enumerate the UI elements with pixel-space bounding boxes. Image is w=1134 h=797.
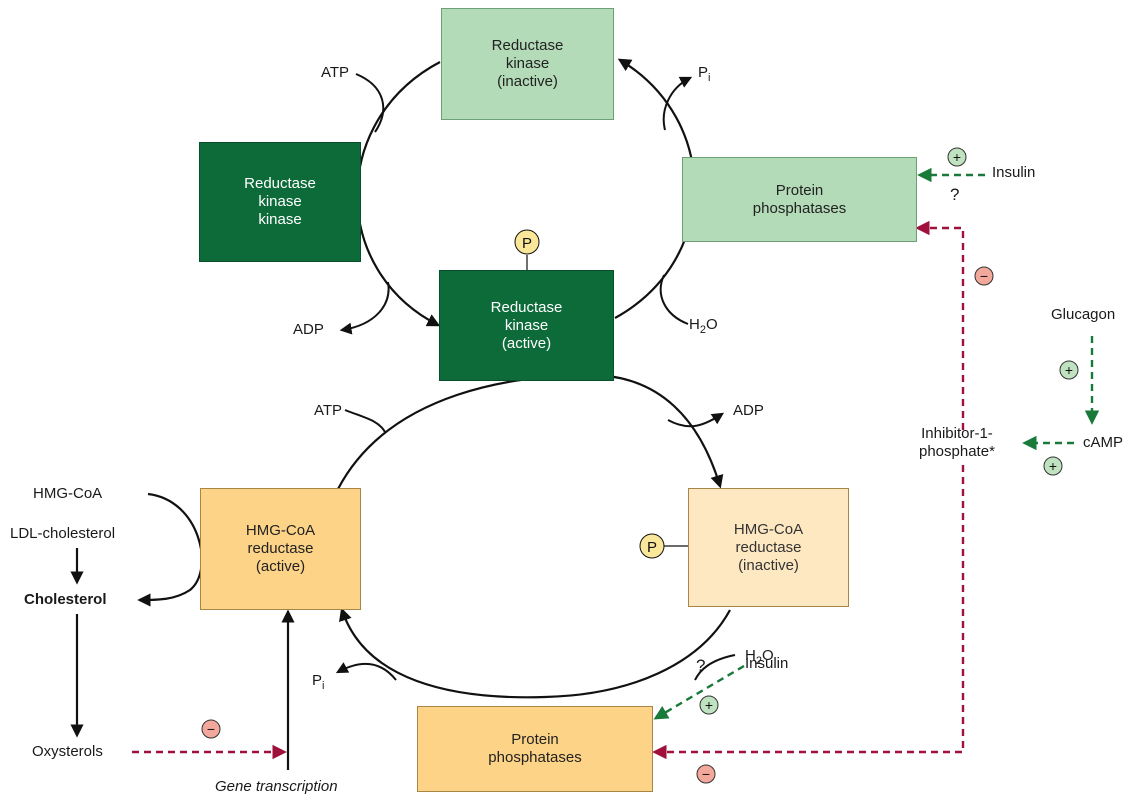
box-line: reductase [247,540,314,557]
atp-bottom-curve [344,409,386,433]
adp-top-curve [339,281,390,335]
h2o-bottom-curve [694,654,736,681]
pi-bottom-main: P [312,672,323,689]
lower-cycle-arc-bottom [339,607,731,699]
question-bottom-label: ? [696,656,706,675]
atp-top-curve [355,73,385,133]
inhibitor-line2: phosphate* [919,443,995,460]
phosphate-hmg-circle [639,533,665,559]
oxysterols-label: Oxysterols [32,743,103,760]
h2o-top-curve [659,274,689,325]
phosphate-hmg-label: P [647,539,657,556]
inhibitor-to-phosphatases-bottom [652,465,965,760]
h2o-bottom-o: O [761,647,774,664]
h2o-top-label: H2O [689,316,718,336]
box-line: Protein [775,181,824,199]
box-line: Reductase [491,37,564,54]
inhibitor-to-phosphatases-top [915,220,965,430]
minus-bottom-phosphatases [696,764,716,784]
plus-glucagon-label: + [1065,362,1073,378]
cholesterol-label: Cholesterol [24,591,107,608]
box-line: kinase [258,211,302,228]
adp-bottom-label: ADP [733,402,764,419]
atp-top-label: ATP [321,64,350,81]
plus-camp-label: + [1049,458,1057,474]
box-line: (inactive) [497,73,558,90]
box-line: (active) [255,558,306,575]
phosphate-kinase-circle [514,229,540,255]
box-line: kinase [505,55,550,72]
plus-glucagon [1059,360,1079,380]
h2o-bottom-h: H [745,647,756,664]
plus-camp [1043,456,1063,476]
plus-insulin-bottom [699,695,719,715]
pi-bottom-sub: i [322,680,325,692]
box-line: phosphatases [752,199,847,217]
lower-cycle-arc-top [337,373,724,490]
hmg-coa-label: HMG-CoA [33,485,103,502]
inhibitor-line1: Inhibitor-1- [921,425,993,442]
camp-label: cAMP [1083,434,1124,451]
insulin-top-label: Insulin [992,164,1036,181]
box-line: phosphatases [488,749,582,766]
plus-insulin-top [947,147,967,167]
pi-top-sub: i [708,72,711,84]
box-line: Protein [511,731,559,748]
box-line: (inactive) [738,556,799,574]
minus-top-phosphatases-label: − [980,268,988,284]
ldl-cholesterol-label: LDL-cholesterol [10,525,116,542]
box-line: kinase [504,316,549,334]
hmg-coa-to-cholesterol-arrow [137,492,203,607]
insulin-bottom-label: Insulin [745,655,789,672]
box-line: (active) [501,334,552,352]
plus-insulin-bottom-label: + [705,697,713,713]
inhibitor-label: Inhibitor-1-phosphate* [919,425,995,461]
phosphate-kinase-label: P [522,235,532,252]
h2o-top-o: O [705,316,718,333]
insulin-bottom-activation-arrow [653,664,745,720]
h2o-top-h: H [689,316,700,333]
glucagon-label: Glucagon [1051,306,1116,323]
minus-oxysterols-label: − [207,721,215,737]
box-line: reductase [735,538,802,556]
plus-insulin-top-label: + [953,149,961,165]
minus-top-phosphatases [974,266,994,286]
pi-top-label: Pi [698,64,711,84]
h2o-bottom-label: H2O [745,647,774,667]
minus-bottom-phosphatases-label: − [702,766,710,782]
box-line: Reductase [490,298,563,316]
pi-bottom-label: Pi [312,672,325,692]
pi-top-curve [662,76,693,131]
atp-bottom-label: ATP [314,402,343,419]
minus-oxysterols [201,719,221,739]
pi-bottom-curve [335,662,397,681]
h2o-top-sub: 2 [699,324,706,336]
h2o-bottom-sub: 2 [755,655,762,667]
question-top-label: ? [950,185,960,204]
upper-cycle-arc-left [356,61,441,327]
box-line: HMG-CoA [245,522,316,539]
box-line: Reductase [244,175,316,192]
box-line: HMG-CoA [733,520,804,538]
box-line: kinase [258,193,302,210]
adp-top-label: ADP [293,321,324,338]
gene-transcription-label: Gene transcription [215,778,338,795]
adp-bottom-curve [667,412,725,428]
pi-top-main: P [698,64,709,81]
